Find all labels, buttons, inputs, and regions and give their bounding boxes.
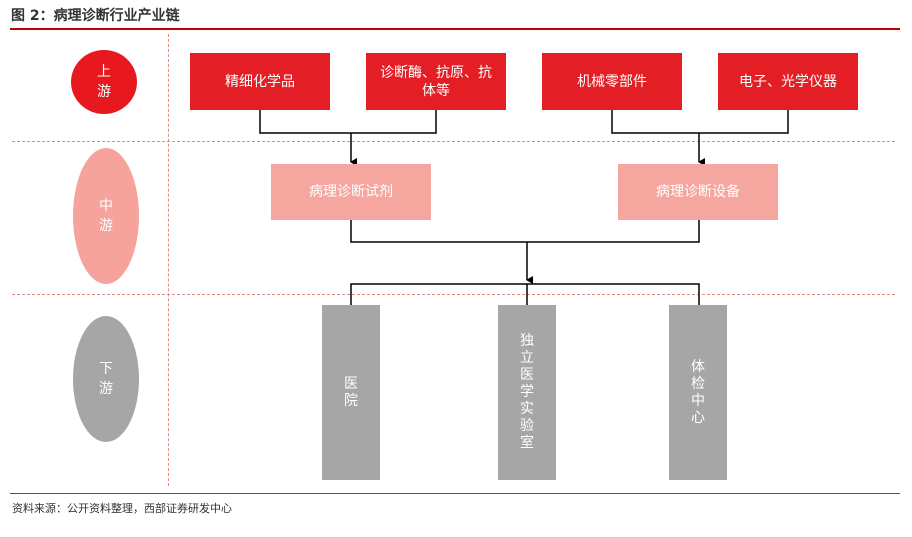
midstream-box-equipment: 病理诊断设备 bbox=[618, 164, 778, 220]
footer-rule bbox=[10, 493, 900, 494]
upstream-box-diagnostic-enzymes: 诊断酶、抗原、抗体等 bbox=[366, 53, 506, 110]
upstream-box-optical-instruments: 电子、光学仪器 bbox=[718, 53, 858, 110]
stage-downstream-label: 下游 bbox=[99, 361, 113, 397]
title-rule bbox=[10, 28, 900, 30]
connector-mid bbox=[350, 220, 700, 243]
column-divider bbox=[168, 34, 169, 486]
source-note: 资料来源：公开资料整理，西部证券研发中心 bbox=[12, 502, 232, 515]
row-divider-1 bbox=[12, 141, 895, 142]
stage-midstream: 中游 bbox=[73, 148, 139, 284]
connector-up-right bbox=[611, 110, 789, 134]
row-divider-2 bbox=[12, 294, 895, 295]
midstream-box-reagents: 病理诊断试剂 bbox=[271, 164, 431, 220]
upstream-box-fine-chemicals: 精细化学品 bbox=[190, 53, 330, 110]
downstream-box-hospital: 医院 bbox=[322, 305, 380, 480]
stage-midstream-label: 中游 bbox=[99, 198, 113, 234]
stage-upstream-label: 上游 bbox=[97, 64, 111, 100]
figure-title: 图 2：病理诊断行业产业链 bbox=[11, 8, 180, 24]
upstream-box-mechanical-parts: 机械零部件 bbox=[542, 53, 682, 110]
downstream-box-checkup-center: 体检中心 bbox=[669, 305, 727, 480]
connector-up-left bbox=[259, 110, 437, 134]
stage-upstream: 上游 bbox=[71, 50, 137, 114]
stage-downstream: 下游 bbox=[73, 316, 139, 442]
downstream-box-independent-lab: 独立医学实验室 bbox=[498, 305, 556, 480]
connector-down bbox=[350, 283, 700, 305]
